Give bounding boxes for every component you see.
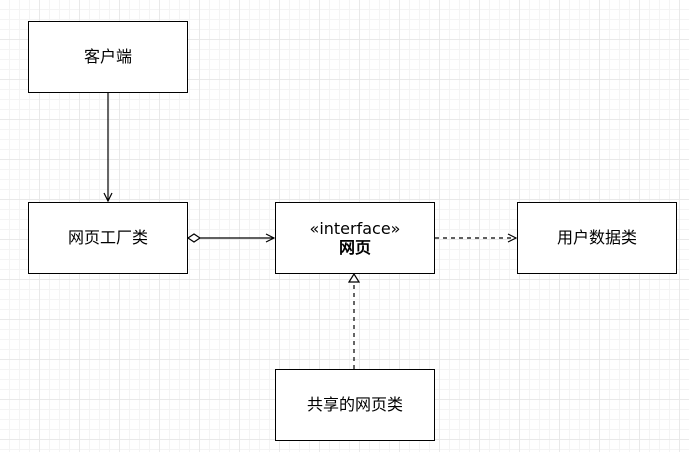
node-webpage-factory[interactable]: 网页工厂类 [28,202,188,274]
node-user-data-label: 用户数据类 [556,228,637,248]
node-client[interactable]: 客户端 [28,21,188,93]
node-webpage-factory-label: 网页工厂类 [67,228,148,248]
node-client-label: 客户端 [83,47,132,67]
node-webpage-interface-label: 网页 [338,238,371,257]
node-shared-webpage-label: 共享的网页类 [306,395,403,415]
node-user-data[interactable]: 用户数据类 [517,202,677,274]
interface-stereotype: «interface» [309,218,401,238]
node-webpage-interface[interactable]: «interface» 网页 [275,202,435,274]
node-shared-webpage[interactable]: 共享的网页类 [275,369,435,441]
